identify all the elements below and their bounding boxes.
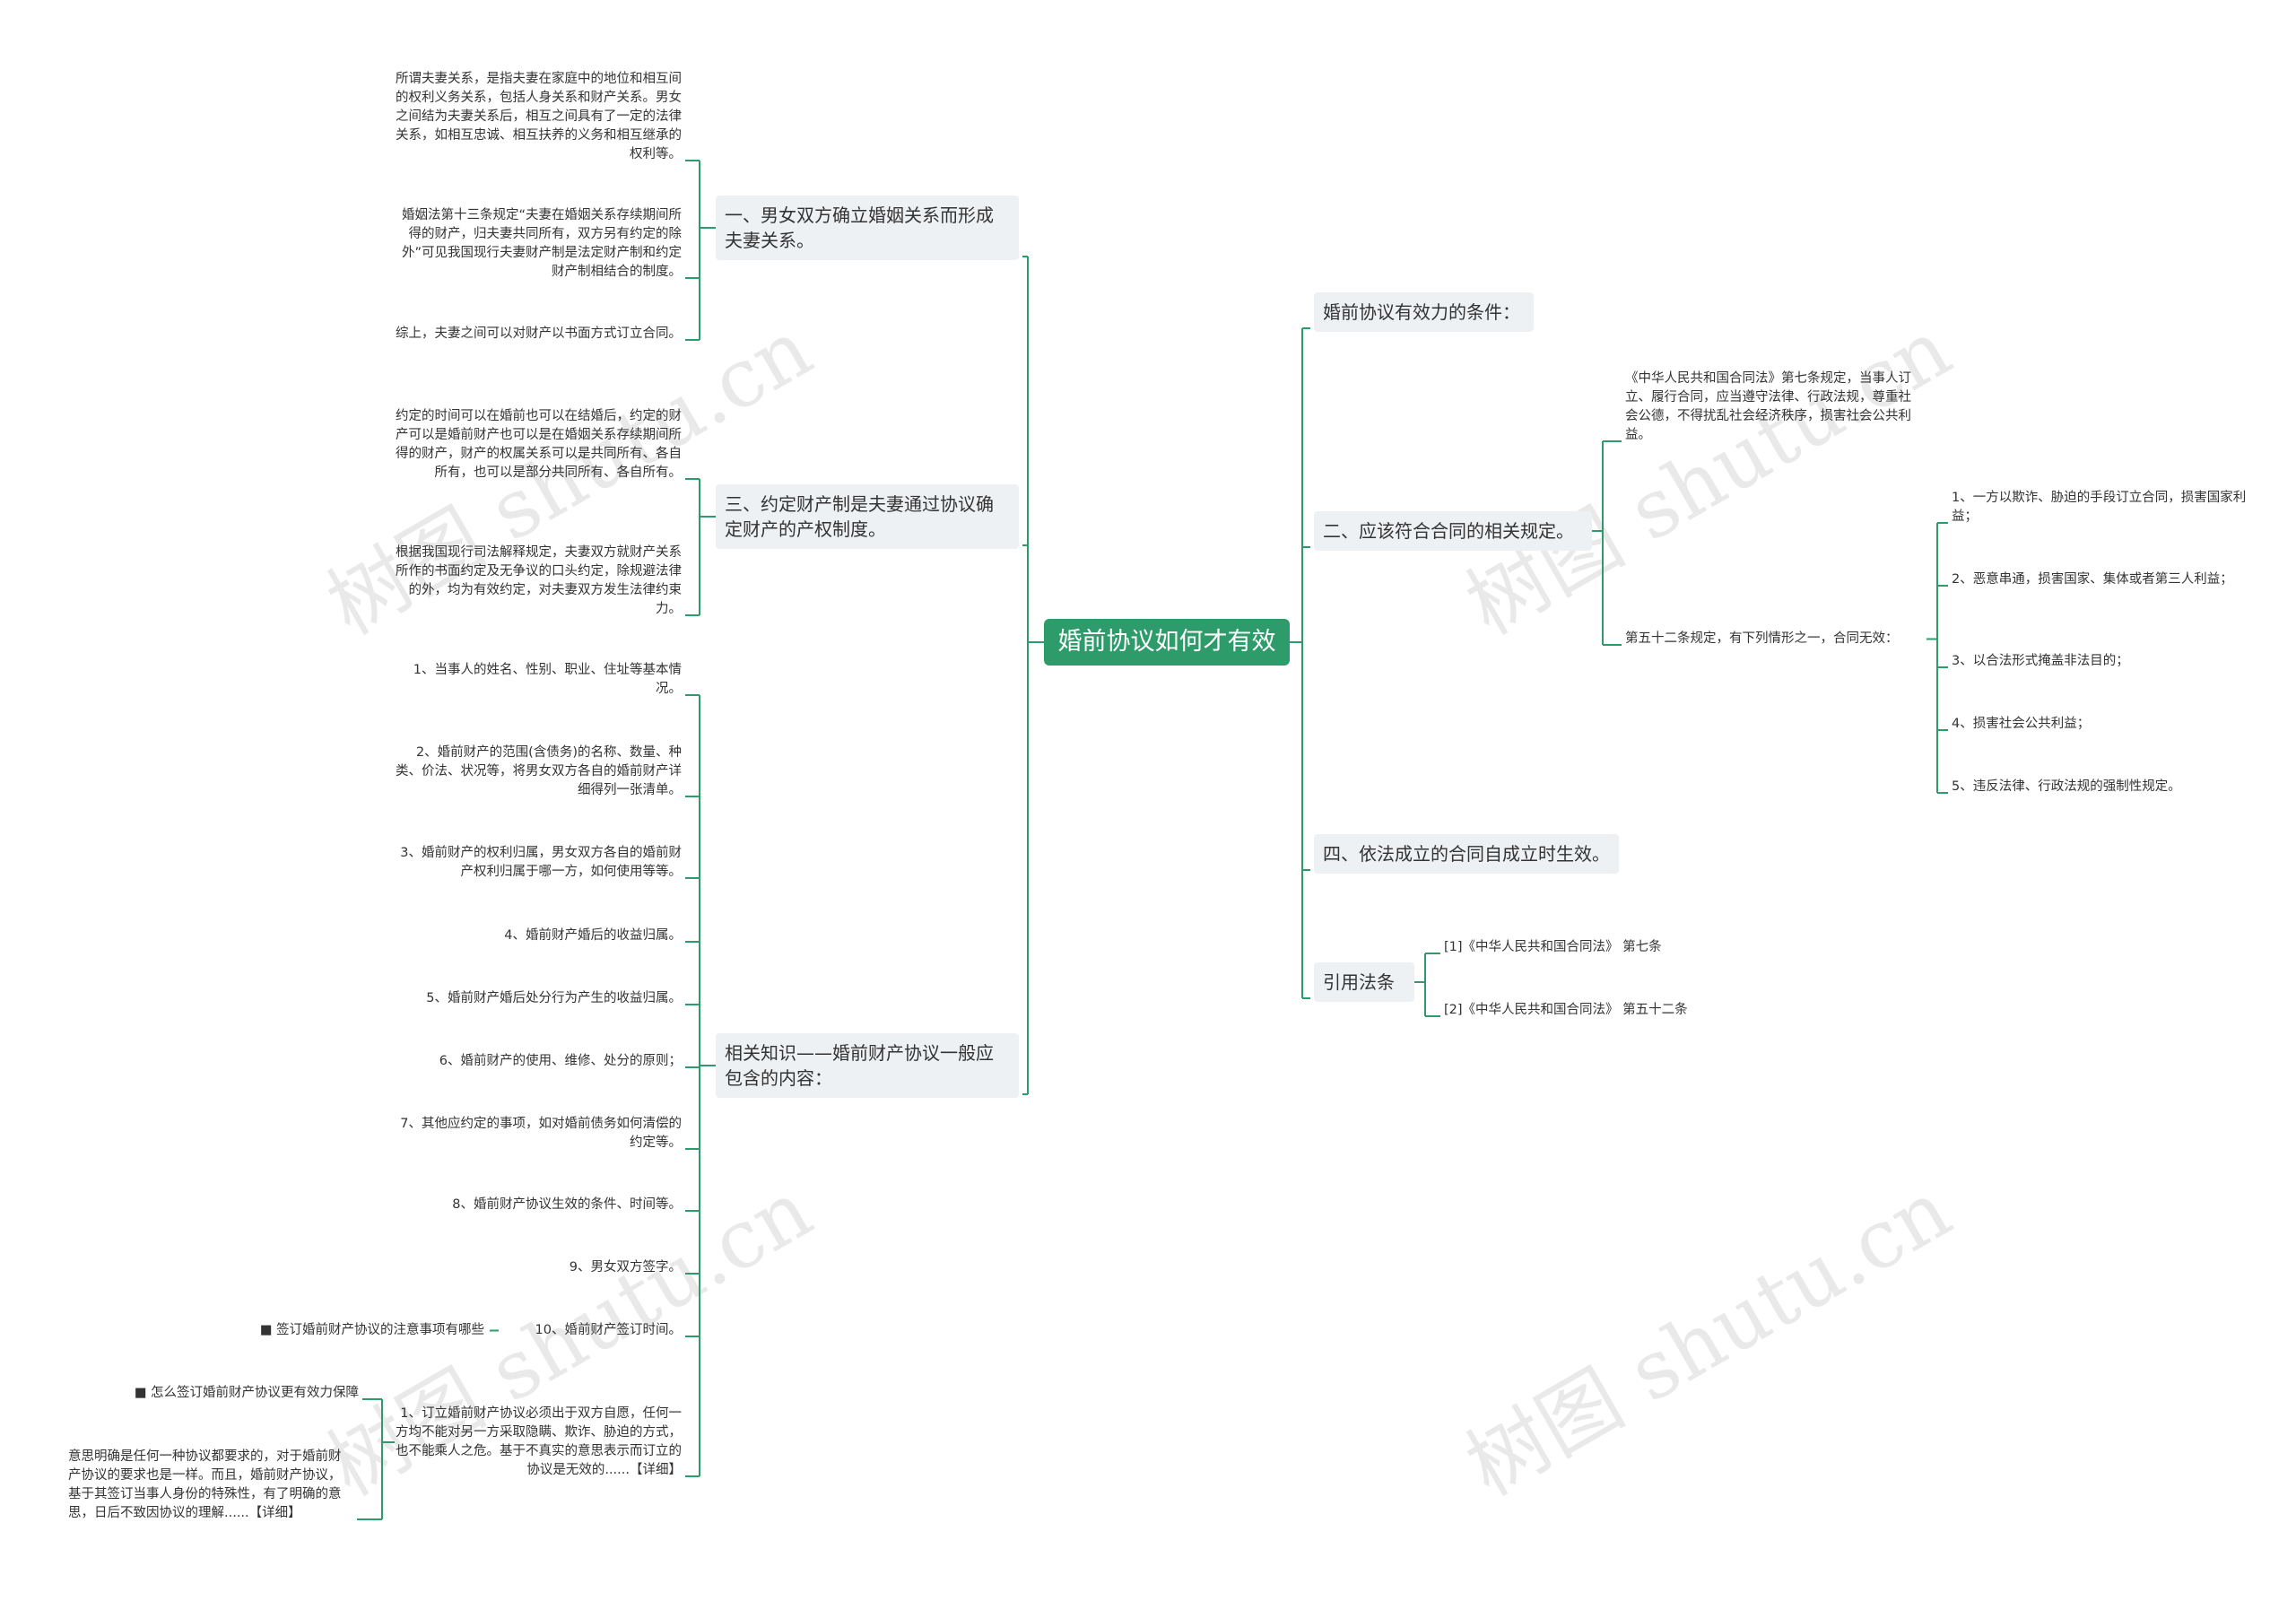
- leaf-text: 1、当事人的姓名、性别、职业、住址等基本情况。: [413, 663, 682, 696]
- leaf-text: 综上，夫妻之间可以对财产以书面方式订立合同。: [396, 326, 682, 341]
- branch-effective-upon-formation[interactable]: 四、依法成立的合同自成立时生效。: [1314, 834, 1619, 874]
- branch-contract-rules[interactable]: 二、应该符合合同的相关规定。: [1314, 511, 1592, 551]
- leaf-text: 2、恶意串通，损害国家、集体或者第三人利益；: [1952, 572, 2233, 587]
- leaf-text: 1、一方以欺诈、胁迫的手段订立合同，损害国家利益；: [1952, 491, 2247, 524]
- leaf-text: 3、婚前财产的权利归属，男女双方各自的婚前财产权利归属于哪一方，如何使用等等。: [400, 846, 682, 879]
- leaf-text: 7、其他应约定的事项，如对婚前债务如何清偿的约定等。: [400, 1117, 682, 1150]
- citation-item[interactable]: [1]《中华人民共和国合同法》 第七条: [1444, 940, 1662, 954]
- leaf-text: 所谓夫妻关系，是指夫妻在家庭中的地位和相互间的权利义务关系，包括人身关系和财产关…: [396, 72, 682, 161]
- leaf-text: 约定的时间可以在婚前也可以在结婚后，约定的财产可以是婚前财产也可以是在婚姻关系存…: [396, 409, 682, 480]
- branch-cited-articles[interactable]: 引用法条: [1314, 962, 1414, 1002]
- leaf-text: 8、婚前财产协议生效的条件、时间等。: [452, 1197, 682, 1212]
- leaf-text: 4、损害社会公共利益；: [1952, 717, 2091, 731]
- leaf-text: 根据我国现行司法解释规定，夫妻双方就财产关系所作的书面约定及无争议的口头约定，除…: [396, 545, 682, 616]
- branch-agreed-property[interactable]: 三、约定财产制是夫妻通过协议确定财产的产权制度。: [716, 484, 1019, 549]
- link-effective-signing[interactable]: ■ 怎么签订婚前财产协议更有效力保障: [134, 1386, 359, 1400]
- branch-related-knowledge[interactable]: 相关知识——婚前财产协议一般应包含的内容：: [716, 1033, 1019, 1098]
- branch-marital-relation[interactable]: 一、男女双方确立婚姻关系而形成夫妻关系。: [716, 196, 1019, 260]
- branch-validity-conditions[interactable]: 婚前协议有效力的条件：: [1314, 292, 1534, 332]
- leaf-text: 6、婚前财产的使用、维修、处分的原则；: [439, 1054, 682, 1068]
- leaf-text: 2、婚前财产的范围(含债务)的名称、数量、种类、价法、状况等，将男女双方各自的婚…: [396, 745, 682, 797]
- leaf-text[interactable]: 意思明确是任何一种协议都要求的，对于婚前财产协议的要求也是一样。而且，婚前财产协…: [68, 1449, 342, 1520]
- leaf-text: 3、以合法形式掩盖非法目的；: [1952, 654, 2129, 668]
- link-notes-signing[interactable]: ■ 签订婚前财产协议的注意事项有哪些: [259, 1323, 484, 1337]
- leaf-text: 10、婚前财产签订时间。: [535, 1323, 682, 1337]
- leaf-text: 4、婚前财产婚后的收益归属。: [504, 928, 682, 943]
- leaf-text: 《中华人民共和国合同法》第七条规定，当事人订立、履行合同，应当遵守法律、行政法规…: [1625, 371, 1911, 442]
- root-topic[interactable]: 婚前协议如何才有效: [1044, 619, 1290, 666]
- leaf-text: 婚姻法第十三条规定“夫妻在婚姻关系存续期间所得的财产，归夫妻共同所有，双方另有约…: [401, 208, 682, 279]
- leaf-text: 9、男女双方签字。: [569, 1260, 682, 1275]
- leaf-text: 5、婚前财产婚后处分行为产生的收益归属。: [426, 991, 682, 1005]
- leaf-text: 5、违反法律、行政法规的强制性规定。: [1952, 779, 2181, 794]
- leaf-text[interactable]: 1、订立婚前财产协议必须出于双方自愿，任何一方均不能对另一方采取隐瞒、欺诈、胁迫…: [396, 1406, 682, 1477]
- leaf-text: 第五十二条规定，有下列情形之一，合同无效：: [1625, 631, 1899, 646]
- citation-item[interactable]: [2]《中华人民共和国合同法》 第五十二条: [1444, 1003, 1688, 1017]
